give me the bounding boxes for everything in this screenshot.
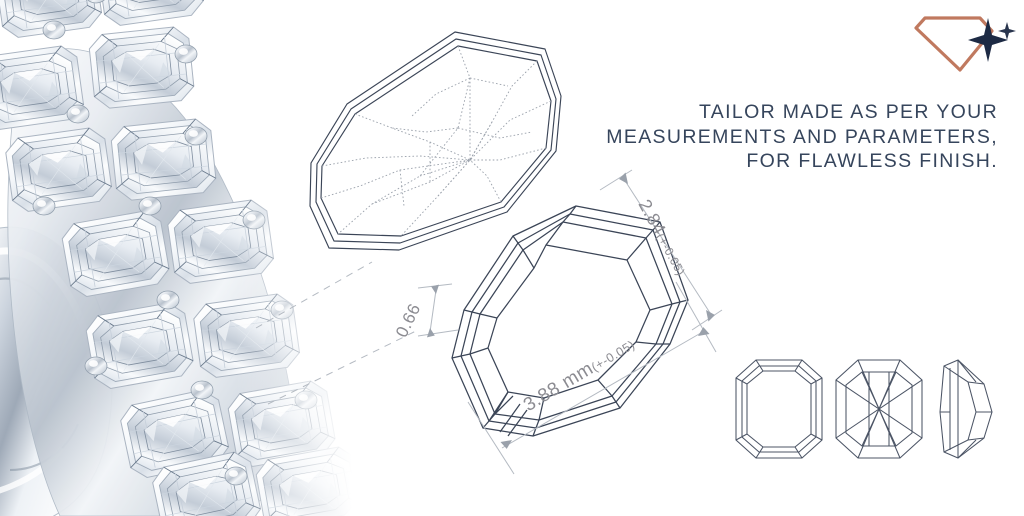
- crown-view-emerald-cut: [835, 359, 923, 459]
- headline: TAILOR MADE AS PER YOUR MEASUREMENTS AND…: [528, 100, 998, 174]
- logo-sparkle-icon: [968, 18, 1016, 62]
- headline-line-2: MEASUREMENTS AND PARAMETERS,: [606, 125, 998, 148]
- logo-diamond-outline: [914, 16, 994, 72]
- side-profile-emerald-cut: [939, 359, 993, 459]
- diamond-sparkle-logo[interactable]: [908, 2, 1018, 74]
- emerald-cut-diamond-ring-photo: [0, 0, 352, 516]
- dimension-arrowheads: [426, 172, 716, 449]
- orthographic-views: [735, 359, 993, 459]
- leader-line: [255, 261, 419, 405]
- dimension-leaders: [417, 169, 723, 475]
- top-view-emerald-cut: [735, 359, 823, 459]
- headline-line-1: TAILOR MADE AS PER YOUR: [698, 101, 998, 123]
- headline-line-3: FOR FLAWLESS FINISH.: [746, 150, 998, 172]
- emerald-cut-3d-wireframe: [309, 31, 562, 251]
